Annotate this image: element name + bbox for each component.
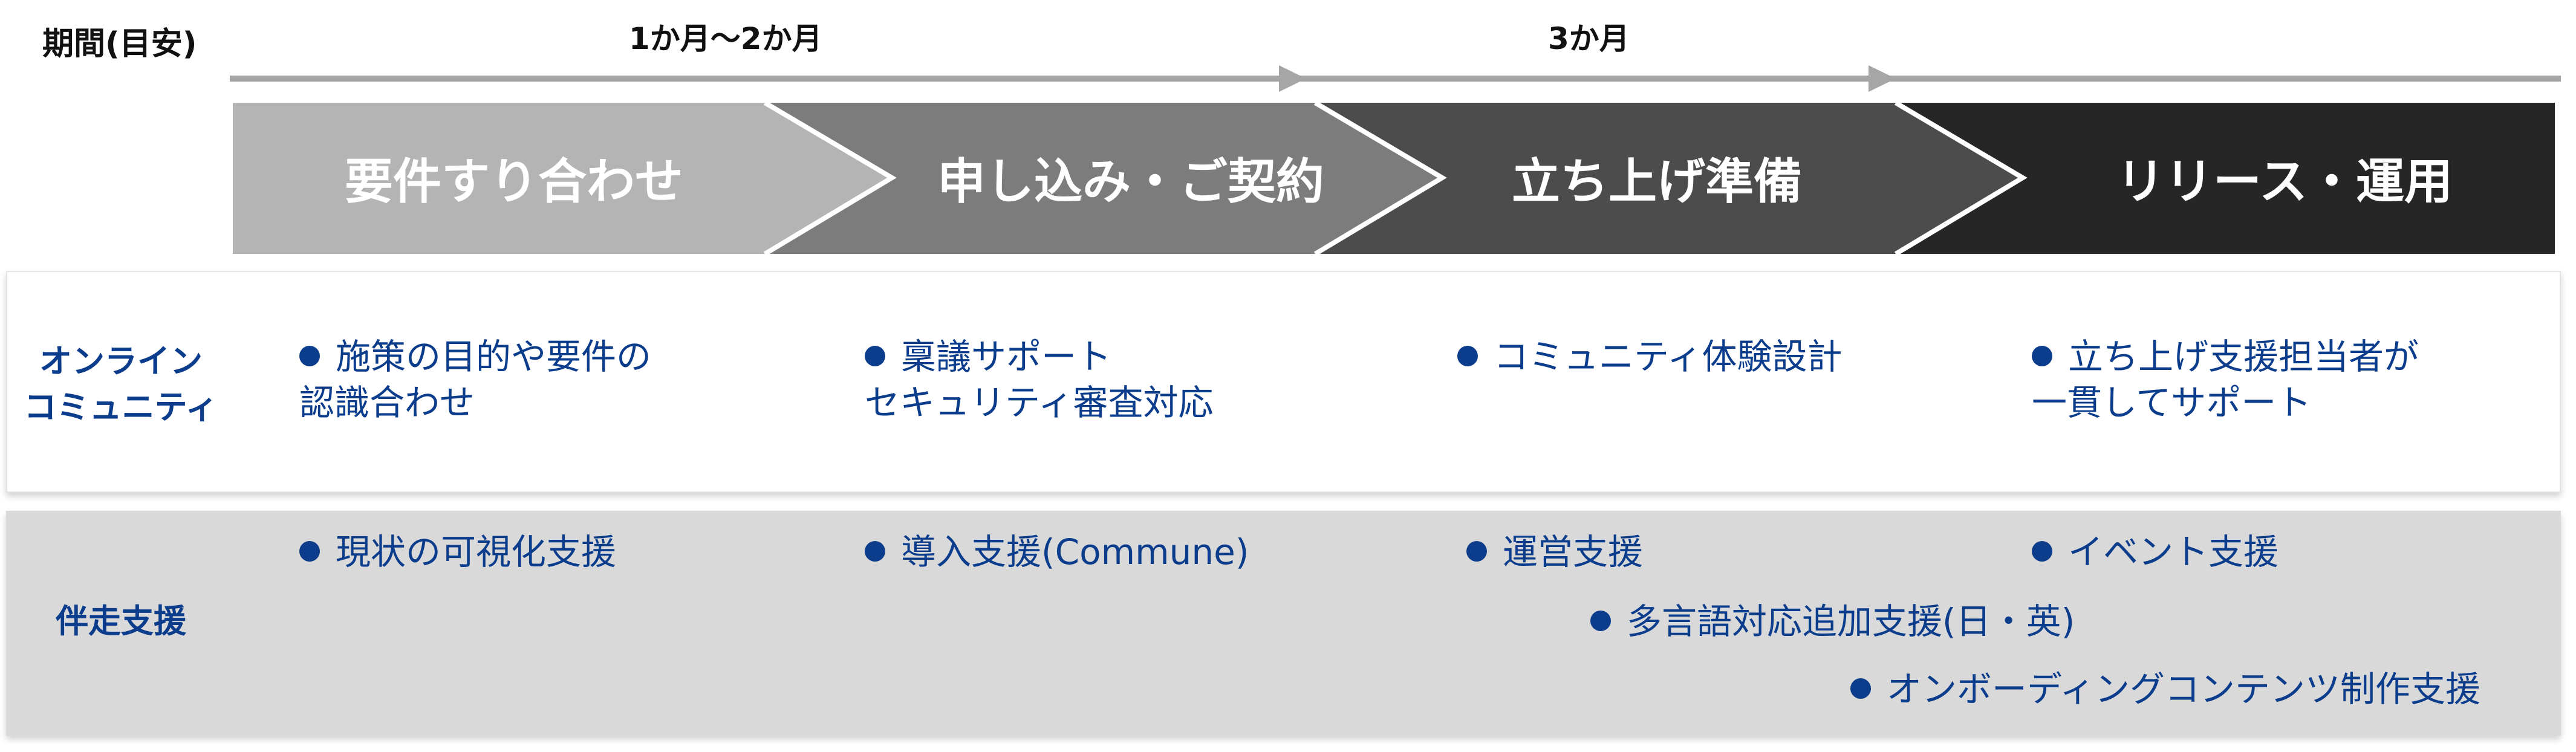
online-item-2-line2: セキュリティ審査対応 [865, 382, 1214, 423]
period-label: 期間(目安) [42, 26, 197, 62]
bullet-icon [299, 541, 320, 562]
support-item-6: オンボーディングコンテンツ制作支援 [1850, 666, 2480, 712]
bullet-icon [1850, 678, 1871, 699]
support-item-3-text: 運営支援 [1503, 531, 1644, 572]
bullet-icon [1466, 541, 1487, 562]
online-item-4-line1: 立ち上げ支援担当者が [2068, 336, 2419, 377]
support-item-2-text: 導入支援(Commune) [901, 531, 1249, 572]
bullet-icon [865, 346, 885, 366]
online-item-2-line1: 稟議サポート [901, 336, 1112, 377]
phase-label-4: リリース・運用 [2116, 154, 2453, 210]
phase-label-1: 要件すり合わせ [345, 154, 683, 210]
phase-chevrons [233, 100, 2555, 256]
online-item-3: コミュニティ体験設計 [1457, 334, 1843, 380]
timeline-arrow-2 [1869, 65, 1896, 92]
duration-label-2: 3か月 [1548, 21, 1630, 56]
support-item-2: 導入支援(Commune) [865, 529, 1249, 575]
support-item-4: イベント支援 [2032, 529, 2278, 575]
timeline-line [230, 65, 2561, 92]
support-item-5-text: 多言語対応追加支援(日・英) [1627, 601, 2075, 642]
timeline-arrow-1 [1279, 65, 1306, 92]
support-item-1: 現状の可視化支援 [299, 529, 616, 575]
support-item-3: 運営支援 [1466, 529, 1643, 575]
online-community-label: オンライン コミュニティ [18, 339, 224, 430]
support-item-1-text: 現状の可視化支援 [336, 531, 617, 572]
support-item-5: 多言語対応追加支援(日・英) [1590, 598, 2075, 644]
bullet-icon [1590, 611, 1611, 631]
online-item-4: 立ち上げ支援担当者が 一貫してサポート [2032, 334, 2419, 426]
support-item-6-text: オンボーディングコンテンツ制作支援 [1887, 669, 2480, 710]
bullet-icon [2032, 346, 2052, 366]
online-item-1-line1: 施策の目的や要件の [336, 336, 652, 377]
bullet-icon [299, 346, 320, 366]
online-community-label-line1: オンライン [39, 342, 203, 380]
support-panel [6, 511, 2561, 736]
online-item-4-line2: 一貫してサポート [2032, 382, 2312, 423]
online-community-panel [6, 271, 2561, 493]
phase-label-3: 立ち上げ準備 [1512, 154, 1802, 210]
bullet-icon [2032, 541, 2052, 562]
online-item-1: 施策の目的や要件の 認識合わせ [299, 334, 651, 426]
online-community-label-line2: コミュニティ [24, 388, 218, 426]
phase-chevron-3 [1315, 103, 2023, 254]
phase-chevron-2 [765, 103, 1442, 254]
support-label: 伴走支援 [56, 602, 186, 640]
duration-label-1: 1か月～2か月 [629, 21, 822, 56]
phase-chevron-4 [1896, 103, 2555, 254]
bullet-icon [865, 541, 885, 562]
online-item-3-line1: コミュニティ体験設計 [1494, 336, 1843, 377]
phase-chevron-1 [233, 103, 892, 254]
online-item-2: 稟議サポート セキュリティ審査対応 [865, 334, 1214, 426]
phase-label-2: 申し込み・ご契約 [937, 154, 1324, 210]
online-item-1-line2: 認識合わせ [299, 382, 475, 423]
bullet-icon [1457, 346, 1478, 366]
support-item-4-text: イベント支援 [2068, 531, 2279, 572]
